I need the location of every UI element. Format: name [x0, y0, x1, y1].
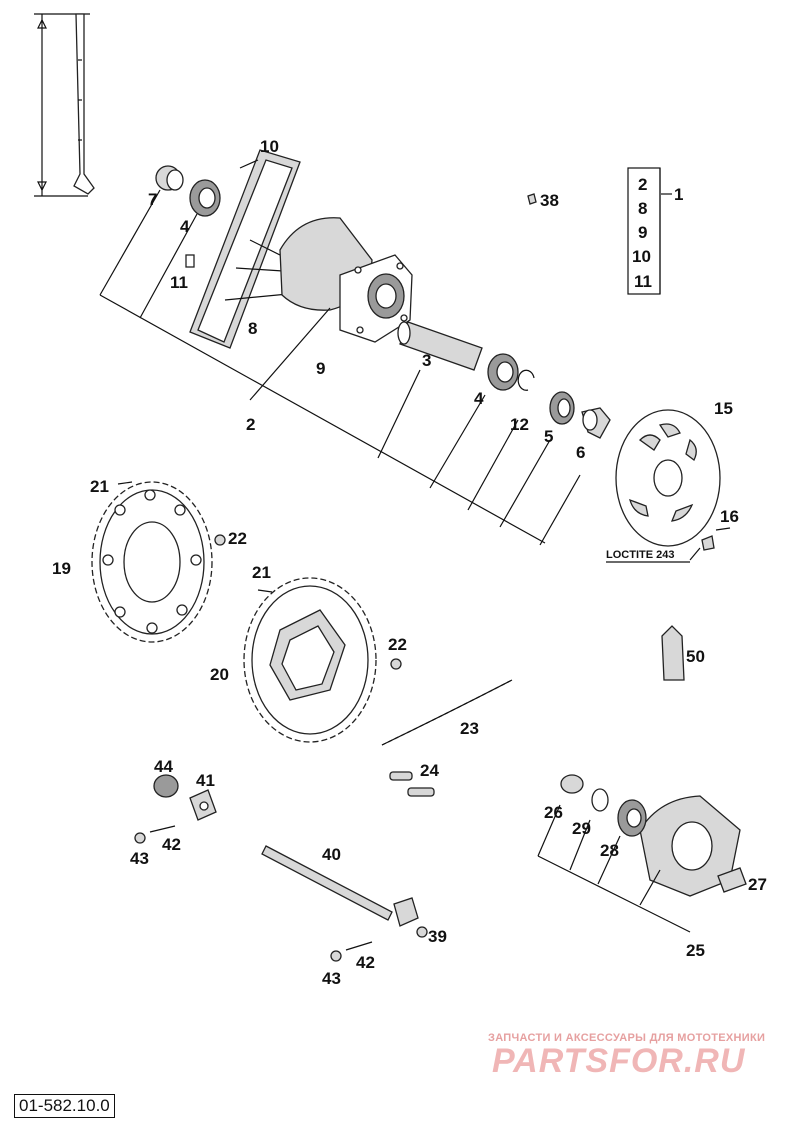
- label-10: 10: [260, 137, 279, 156]
- sprocket-19-holes: [102, 489, 202, 634]
- label-41: 41: [196, 771, 215, 790]
- label-29: 29: [572, 819, 591, 838]
- chain-part-23: [381, 679, 513, 746]
- label-20: 20: [210, 665, 229, 684]
- bearing-part-4-lower: [487, 353, 519, 391]
- bolt-part-21-b: [257, 589, 273, 593]
- brake-disc-part-15: [615, 409, 721, 547]
- height-dimension-marker: [34, 13, 95, 197]
- sprocket-part-19: [91, 481, 213, 643]
- label-22-b: 22: [388, 635, 407, 654]
- label-4-lower: 4: [474, 389, 484, 408]
- label-2-box: 2: [638, 175, 647, 194]
- label-10-box: 10: [632, 247, 651, 266]
- adjuster-block-part-44: [153, 774, 179, 798]
- label-11-box: 11: [634, 272, 652, 291]
- seal-part-29: [591, 788, 609, 812]
- bolt-part-42-a: [149, 825, 176, 833]
- diagram-code: 01-582.10.0: [14, 1094, 115, 1118]
- label-25: 25: [686, 941, 705, 960]
- label-16: 16: [720, 507, 739, 526]
- label-15: 15: [714, 399, 733, 418]
- bolt-part-21-a: [117, 481, 133, 485]
- label-43-b: 43: [322, 969, 341, 988]
- label-9-box: 9: [638, 223, 647, 242]
- leader-lines: [99, 159, 701, 933]
- label-38: 38: [540, 191, 559, 210]
- nut-part-43-b: [330, 950, 342, 962]
- damper-part-27: [717, 867, 747, 893]
- watermark-tagline: ЗАПЧАСТИ И АКСЕССУАРЫ ДЛЯ МОТОТЕХНИКИ: [488, 1032, 766, 1044]
- label-3: 3: [422, 351, 431, 370]
- circlip-part-12: [517, 369, 535, 391]
- bearing-part-4-top: [189, 179, 221, 217]
- loctite-note: LOCTITE 243: [606, 549, 674, 561]
- label-1: 1: [674, 185, 683, 204]
- label-7: 7: [148, 190, 157, 209]
- nut-part-39: [416, 926, 428, 938]
- label-44: 44: [154, 757, 173, 776]
- spacer-part-6: [581, 407, 611, 439]
- nut-part-43-a: [134, 832, 146, 844]
- label-28: 28: [600, 841, 619, 860]
- spacer-part-7: [155, 165, 184, 191]
- label-9: 9: [316, 359, 325, 378]
- chain-link-part-24: [389, 771, 435, 797]
- nut-part-22-b: [390, 658, 402, 670]
- sprocket-part-20: [243, 577, 377, 743]
- label-11: 11: [170, 273, 188, 292]
- label-6: 6: [576, 443, 585, 462]
- label-21-a: 21: [90, 477, 109, 496]
- label-40: 40: [322, 845, 341, 864]
- label-50: 50: [686, 647, 705, 666]
- bolt-part-16: [701, 527, 731, 551]
- adjuster-plate-part-41: [189, 789, 217, 821]
- label-27: 27: [748, 875, 767, 894]
- label-19: 19: [52, 559, 71, 578]
- bolt-part-42-b: [345, 941, 373, 951]
- hub-part-25: [639, 795, 741, 897]
- assembly-components-box: [627, 167, 661, 295]
- axle-sleeve-part-3: [397, 321, 483, 371]
- label-42-a: 42: [162, 835, 181, 854]
- label-5: 5: [544, 427, 553, 446]
- label-4-top: 4: [180, 217, 190, 236]
- label-23: 23: [460, 719, 479, 738]
- nipple-part-11: [185, 254, 195, 268]
- spacer-part-26: [560, 774, 584, 794]
- label-22-a: 22: [228, 529, 247, 548]
- clip-part-38: [527, 193, 537, 205]
- bearing-part-28: [617, 799, 647, 837]
- watermark-logo: PARTSFOR.RU: [492, 1042, 746, 1080]
- axle-part-40: [261, 845, 419, 927]
- label-42-b: 42: [356, 953, 375, 972]
- label-12: 12: [510, 415, 529, 434]
- label-24: 24: [420, 761, 439, 780]
- label-2: 2: [246, 415, 255, 434]
- rear-wheel-assembly: [189, 149, 413, 349]
- part-labels: 1 2 8 9 10 11 10 7 4 11 8 9 3 4 12 5 6 2…: [52, 137, 767, 988]
- nut-part-22-a: [214, 534, 226, 546]
- label-39: 39: [428, 927, 447, 946]
- sealant-tube-part-50: [661, 625, 685, 681]
- label-26: 26: [544, 803, 563, 822]
- label-8: 8: [248, 319, 257, 338]
- seal-part-5: [549, 391, 575, 425]
- label-8-box: 8: [638, 199, 647, 218]
- label-43-a: 43: [130, 849, 149, 868]
- label-21-b: 21: [252, 563, 271, 582]
